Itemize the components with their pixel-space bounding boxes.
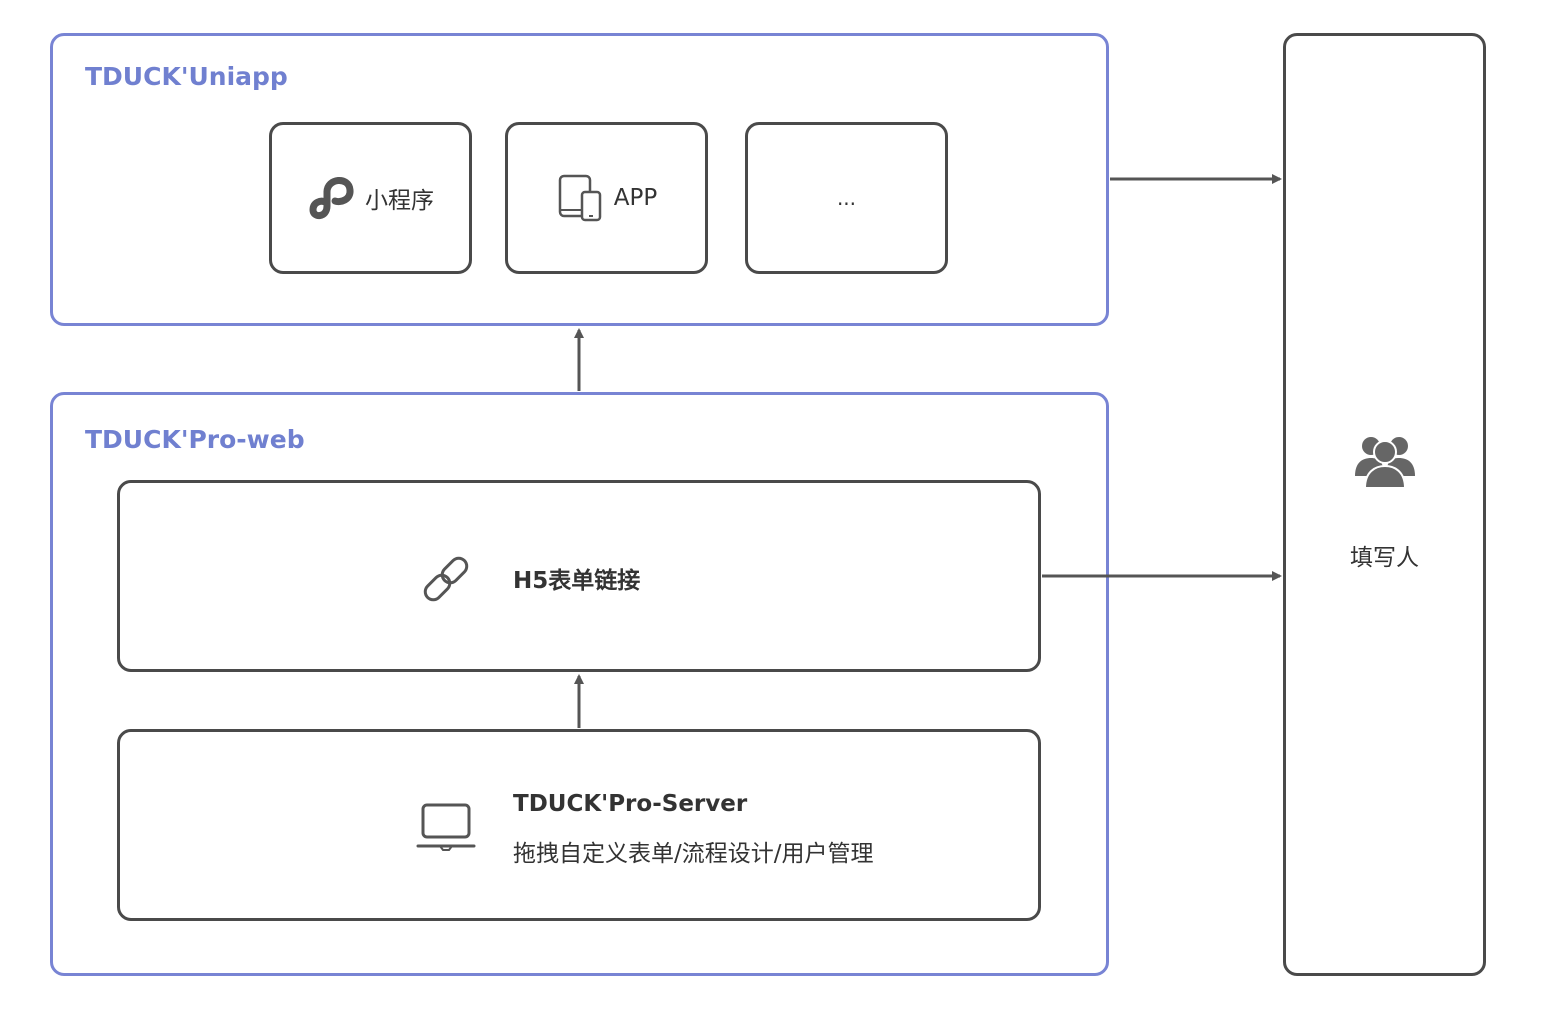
more-node: ...: [745, 122, 948, 274]
user-label: 填写人: [1350, 545, 1419, 571]
h5-link-label: H5表单链接: [513, 568, 641, 594]
devices-icon: [558, 174, 601, 222]
app-label: APP: [613, 185, 658, 211]
more-label: ...: [836, 186, 857, 210]
uniapp-title: TDUCK'Uniapp: [85, 62, 288, 91]
miniprogram-node: 小程序: [269, 122, 472, 274]
laptop-icon: [416, 803, 476, 851]
miniprogram-label: 小程序: [365, 188, 434, 214]
users-icon: [1355, 437, 1415, 489]
server-node: TDUCK'Pro-Server 拖拽自定义表单/流程设计/用户管理: [117, 729, 1041, 921]
h5-link-node: H5表单链接: [117, 480, 1041, 672]
link-icon: [423, 556, 469, 602]
proweb-title: TDUCK'Pro-web: [85, 425, 305, 454]
user-node: 填写人: [1283, 33, 1486, 976]
server-title: TDUCK'Pro-Server: [513, 791, 748, 817]
app-node: APP: [505, 122, 708, 274]
miniprogram-icon: [309, 177, 354, 219]
server-subtitle: 拖拽自定义表单/流程设计/用户管理: [513, 841, 874, 867]
